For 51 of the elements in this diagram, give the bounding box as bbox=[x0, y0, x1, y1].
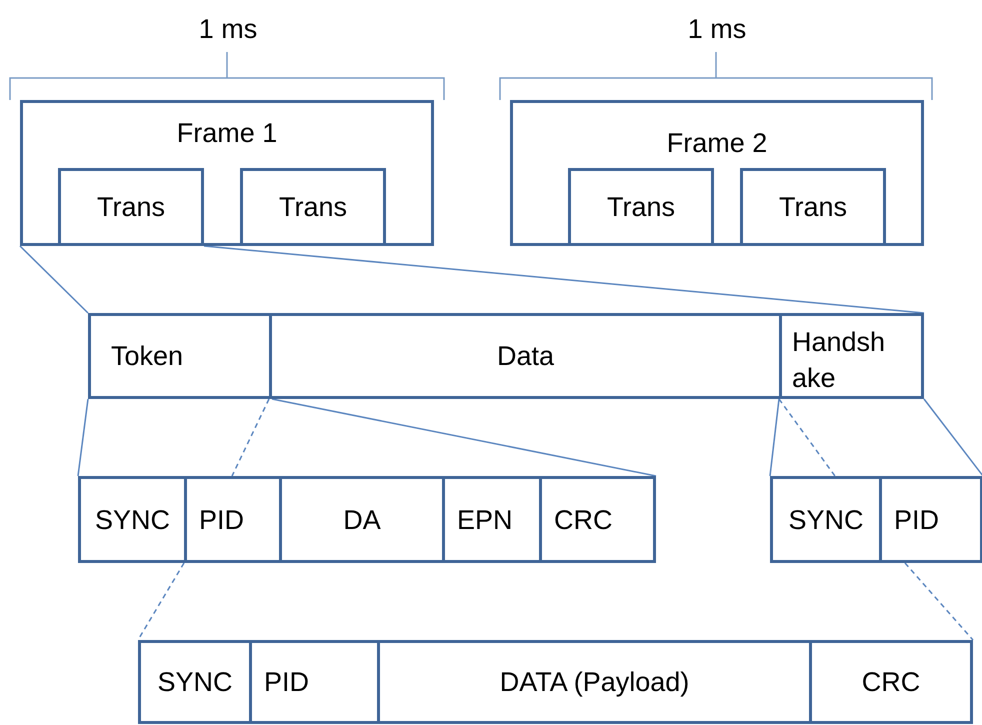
field-box bbox=[88, 313, 272, 399]
field-box bbox=[58, 168, 204, 246]
frame-box bbox=[20, 100, 434, 246]
field-box bbox=[442, 476, 542, 563]
field-label: DATA (Payload) bbox=[500, 667, 690, 697]
field-box bbox=[770, 476, 882, 563]
field-box bbox=[269, 313, 782, 399]
zoom-line bbox=[77, 398, 89, 476]
field-box bbox=[279, 476, 445, 563]
field-label: Token bbox=[111, 341, 184, 371]
field-label: DA bbox=[343, 504, 381, 534]
field-label: Trans bbox=[606, 192, 675, 222]
field-box bbox=[879, 476, 982, 563]
field-label: PID bbox=[199, 504, 244, 534]
field-box bbox=[184, 476, 282, 563]
frame-title: Frame 2 bbox=[666, 128, 768, 158]
field-box bbox=[809, 640, 973, 724]
field-label: Trans bbox=[96, 192, 165, 222]
field-label: Handsh ake bbox=[792, 326, 886, 395]
zoom-line bbox=[769, 398, 780, 476]
zoom-line bbox=[272, 398, 656, 477]
field-label: SYNC bbox=[157, 667, 232, 697]
dashed-zoom-line bbox=[231, 398, 270, 476]
field-label: CRC bbox=[862, 667, 920, 697]
field-box bbox=[568, 168, 714, 246]
duration-label: 1 ms bbox=[198, 14, 258, 44]
frame-title: Frame 1 bbox=[176, 118, 278, 148]
field-box bbox=[138, 640, 252, 724]
dashed-zoom-line bbox=[904, 562, 974, 640]
field-label: Data bbox=[496, 341, 554, 371]
duration-label: 1 ms bbox=[688, 14, 746, 44]
field-label: EPN bbox=[457, 504, 513, 534]
field-label: PID bbox=[264, 667, 310, 697]
field-box bbox=[78, 476, 187, 563]
zoom-line bbox=[204, 245, 924, 314]
field-label: Trans bbox=[778, 192, 847, 222]
zoom-line bbox=[19, 245, 89, 314]
field-box bbox=[779, 313, 924, 399]
field-label: SYNC bbox=[788, 504, 864, 534]
field-label: PID bbox=[894, 504, 940, 534]
field-box bbox=[539, 476, 656, 563]
frame-box bbox=[510, 100, 924, 246]
field-box bbox=[249, 640, 380, 724]
field-label: SYNC bbox=[94, 504, 170, 534]
field-box bbox=[377, 640, 812, 724]
zoom-line bbox=[923, 398, 982, 476]
dashed-zoom-line bbox=[778, 398, 836, 476]
field-box bbox=[740, 168, 886, 246]
field-box bbox=[240, 168, 386, 246]
field-label: Trans bbox=[278, 192, 347, 222]
field-label: CRC bbox=[554, 504, 612, 534]
